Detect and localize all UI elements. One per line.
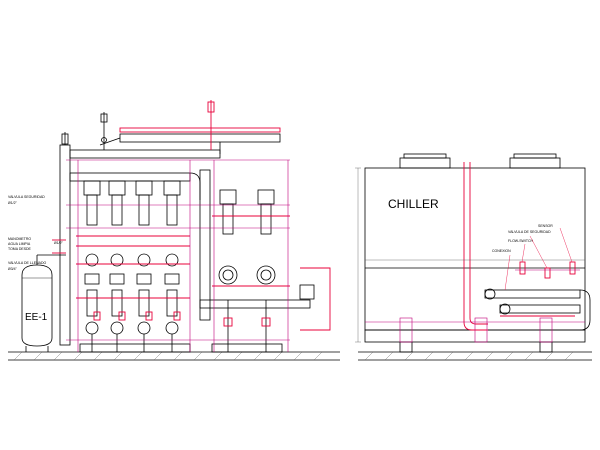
gauge-note-3: TOMA DESDE <box>8 247 32 251</box>
secondary-pumps <box>199 169 315 352</box>
fill-valve-label: VALVULA DE LLENADO <box>8 261 46 265</box>
air-vents <box>100 112 108 150</box>
expansion-tank <box>21 254 66 352</box>
floor-slab <box>8 351 340 361</box>
flow-switch-label: FLOW-SWITCH <box>508 239 533 243</box>
pump-train-3 <box>135 180 153 352</box>
gauge-size: Ø1/2" <box>54 241 64 245</box>
top-manifold <box>69 133 281 159</box>
pump-room-elevation <box>8 112 340 361</box>
vertical-header <box>59 132 71 346</box>
connection-label: CONEXION <box>492 249 511 253</box>
chiller-safety-valve-label: VALVULA DE SEGURIDAD <box>508 230 551 234</box>
support-frame-left <box>66 159 290 352</box>
leader-lines <box>504 227 573 291</box>
pump-plinths <box>79 343 283 353</box>
tank-label: EE-1 <box>25 312 48 323</box>
chiller-elevation <box>358 153 592 361</box>
right-panel-labels: CHILLER SENSOR VALVULA DE SEGURIDAD FLOW… <box>388 197 553 253</box>
return-collector <box>69 172 201 200</box>
safety-valve-size: Ø1/2" <box>8 201 18 205</box>
chiller-label: CHILLER <box>388 197 439 211</box>
gauge-note-2: AGUA LIMPIA <box>8 242 31 246</box>
chiller-fans <box>399 153 561 169</box>
support-frame-right <box>365 269 585 343</box>
sensor-label: SENSOR <box>538 224 553 228</box>
red-hot-lines-left <box>52 100 331 331</box>
dimension-lines <box>355 167 585 343</box>
fill-valve-size: Ø3/4" <box>8 267 18 271</box>
safety-valve-label: VALVULA SEGURIDAD <box>8 195 45 199</box>
chiller-body <box>364 167 586 331</box>
pump-train-2 <box>108 180 126 352</box>
left-panel-labels: VALVULA SEGURIDAD Ø1/2" MANOMETRO AGUA L… <box>8 195 64 323</box>
pump-train-1 <box>83 180 101 352</box>
pump-train-4 <box>163 180 181 352</box>
gauge-note-1: MANOMETRO <box>8 237 31 241</box>
